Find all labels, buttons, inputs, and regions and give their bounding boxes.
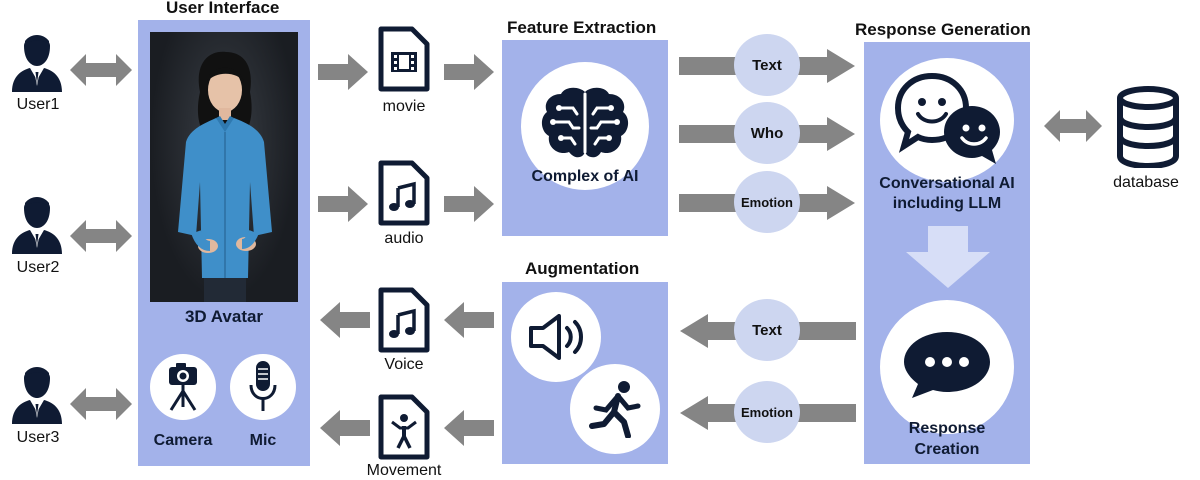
voice-label: Voice — [384, 356, 424, 373]
conversational-ai-label: Conversational AI including LLM — [864, 174, 1030, 214]
text-pill: Text — [734, 299, 800, 361]
left-arrow-icon — [320, 410, 370, 446]
mic-label: Mic — [249, 432, 277, 449]
conversational-ai-label-line1: Conversational AI — [879, 175, 1015, 192]
speech-bubble-icon — [902, 330, 992, 400]
camera-icon — [165, 363, 201, 411]
chat-bubbles-icon — [894, 72, 1002, 168]
camera-label: Camera — [153, 432, 213, 449]
brain-circuit-icon — [539, 86, 631, 160]
left-arrow-icon — [444, 302, 494, 338]
right-arrow-icon — [318, 54, 368, 90]
left-arrow-icon — [444, 410, 494, 446]
emotion-pill: Emotion — [734, 381, 800, 443]
text-pill: Text — [734, 34, 800, 96]
double-arrow-icon — [70, 386, 132, 422]
right-arrow-icon — [444, 186, 494, 222]
user2-label: User2 — [16, 259, 60, 276]
avatar-image — [150, 32, 298, 302]
response-creation-label-line2: Creation — [914, 441, 980, 458]
movie-label: movie — [382, 98, 426, 115]
response-generation-title: Response Generation — [855, 20, 1031, 39]
double-arrow-icon — [1044, 108, 1102, 144]
audio-file-icon — [378, 160, 430, 226]
double-arrow-icon — [70, 52, 132, 88]
response-creation-label: Response Creation — [864, 418, 1030, 460]
right-arrow-icon — [318, 186, 368, 222]
mic-icon — [249, 361, 277, 413]
movement-file-icon — [378, 394, 430, 460]
feature-extraction-title: Feature Extraction — [507, 18, 657, 37]
speaker-circle — [511, 292, 601, 382]
database-icon — [1116, 86, 1180, 168]
conversational-ai-label-line2: including LLM — [892, 195, 1002, 212]
augmentation-title: Augmentation — [525, 259, 640, 278]
emotion-pill: Emotion — [734, 171, 800, 233]
who-pill: Who — [734, 102, 800, 164]
avatar-label: 3D Avatar — [184, 307, 264, 326]
left-arrow-icon — [320, 302, 370, 338]
running-person-icon — [588, 380, 644, 438]
user-icon — [10, 362, 64, 424]
audio-label: audio — [384, 230, 424, 247]
down-arrow-icon — [906, 226, 990, 288]
right-arrow-icon — [444, 54, 494, 90]
voice-file-icon — [378, 287, 430, 353]
response-creation-circle — [880, 300, 1014, 434]
movement-label: Movement — [366, 462, 442, 479]
ui-panel-title: User Interface — [166, 0, 280, 17]
user3-label: User3 — [16, 429, 60, 446]
double-arrow-icon — [70, 218, 132, 254]
user1-label: User1 — [16, 96, 60, 113]
mic-circle — [230, 354, 296, 420]
database-label: database — [1113, 174, 1179, 191]
user-icon — [10, 30, 64, 92]
complex-ai-circle — [521, 62, 649, 190]
conversational-ai-circle — [880, 58, 1014, 182]
response-creation-label-line1: Response — [908, 420, 986, 437]
movie-file-icon — [378, 26, 430, 92]
camera-circle — [150, 354, 216, 420]
complex-ai-label: Complex of AI — [531, 168, 639, 185]
speaker-icon — [527, 314, 589, 360]
movement-circle — [570, 364, 660, 454]
user-icon — [10, 192, 64, 254]
